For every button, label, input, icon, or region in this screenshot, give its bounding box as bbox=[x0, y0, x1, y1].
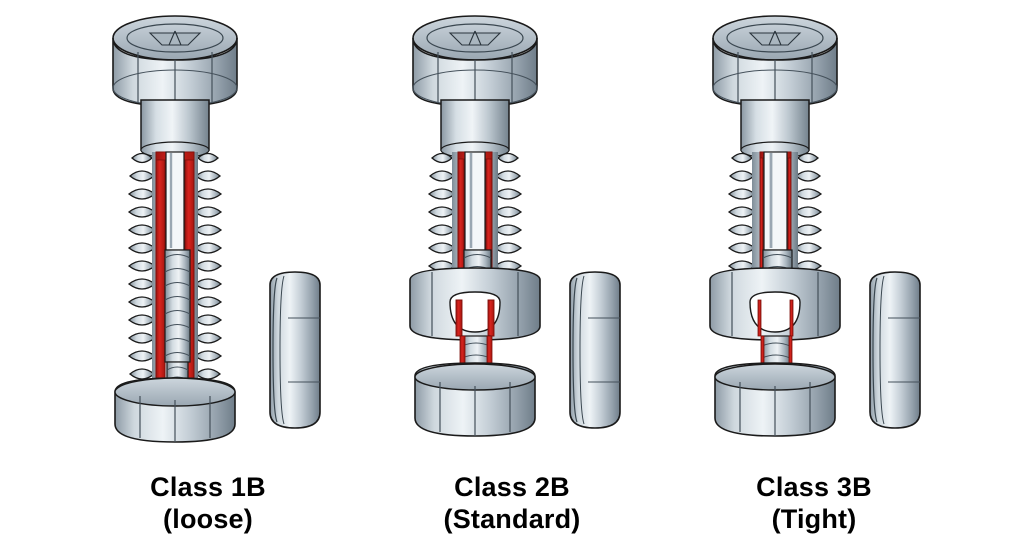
assembly-2b-drawing bbox=[409, 15, 621, 437]
mating-nut-2b bbox=[409, 267, 541, 341]
bolt-shank-1b bbox=[140, 99, 210, 159]
external-thread-right-3b bbox=[793, 152, 823, 272]
bolt-head-1b bbox=[112, 15, 238, 107]
assembly-3b-drawing bbox=[709, 15, 921, 437]
cross-recess-icon-3b bbox=[748, 30, 802, 46]
external-thread-right-1b bbox=[193, 152, 223, 380]
external-thread-right-2b bbox=[493, 152, 523, 272]
external-thread-1b bbox=[127, 152, 157, 380]
bolt-shank-2b bbox=[440, 99, 510, 159]
cutaway-void-2b bbox=[449, 291, 501, 333]
caption-class-2b: Class 2B (Standard) bbox=[362, 472, 662, 536]
internal-thread-section-1b bbox=[164, 249, 191, 363]
assembly-class-1b bbox=[70, 0, 370, 559]
assembly-class-2b bbox=[370, 0, 670, 559]
assembly-1b-drawing bbox=[112, 15, 321, 443]
cutaway-void-3b bbox=[749, 291, 801, 333]
loose-nut-2b[interactable] bbox=[569, 271, 621, 429]
bolt-head-3b bbox=[712, 15, 838, 107]
caption-2b-fit: (Standard) bbox=[443, 503, 581, 534]
external-thread-2b bbox=[427, 152, 457, 272]
caption-class-3b: Class 3B (Tight) bbox=[664, 472, 964, 536]
caption-2b-class: Class 2B bbox=[454, 472, 570, 502]
bolt-shank-3b bbox=[740, 99, 810, 159]
bottom-nut-2b bbox=[414, 362, 536, 437]
bolt-head-2b bbox=[412, 15, 538, 107]
caption-1b-class: Class 1B bbox=[150, 472, 266, 502]
bottom-nut-3b bbox=[714, 362, 836, 437]
caption-3b-fit: (Tight) bbox=[771, 503, 857, 534]
mating-nut-1b bbox=[114, 377, 236, 443]
caption-class-1b: Class 1B (loose) bbox=[58, 472, 358, 536]
caption-1b-fit: (loose) bbox=[163, 503, 253, 534]
loose-nut-3b[interactable] bbox=[869, 271, 921, 429]
caption-3b-class: Class 3B bbox=[756, 472, 872, 502]
assembly-class-3b bbox=[670, 0, 970, 559]
external-thread-3b bbox=[727, 152, 757, 272]
cross-recess-icon-1b bbox=[148, 30, 202, 46]
loose-nut-1b[interactable] bbox=[269, 271, 321, 429]
cross-recess-icon-2b bbox=[448, 30, 502, 46]
mating-nut-3b bbox=[709, 267, 841, 341]
